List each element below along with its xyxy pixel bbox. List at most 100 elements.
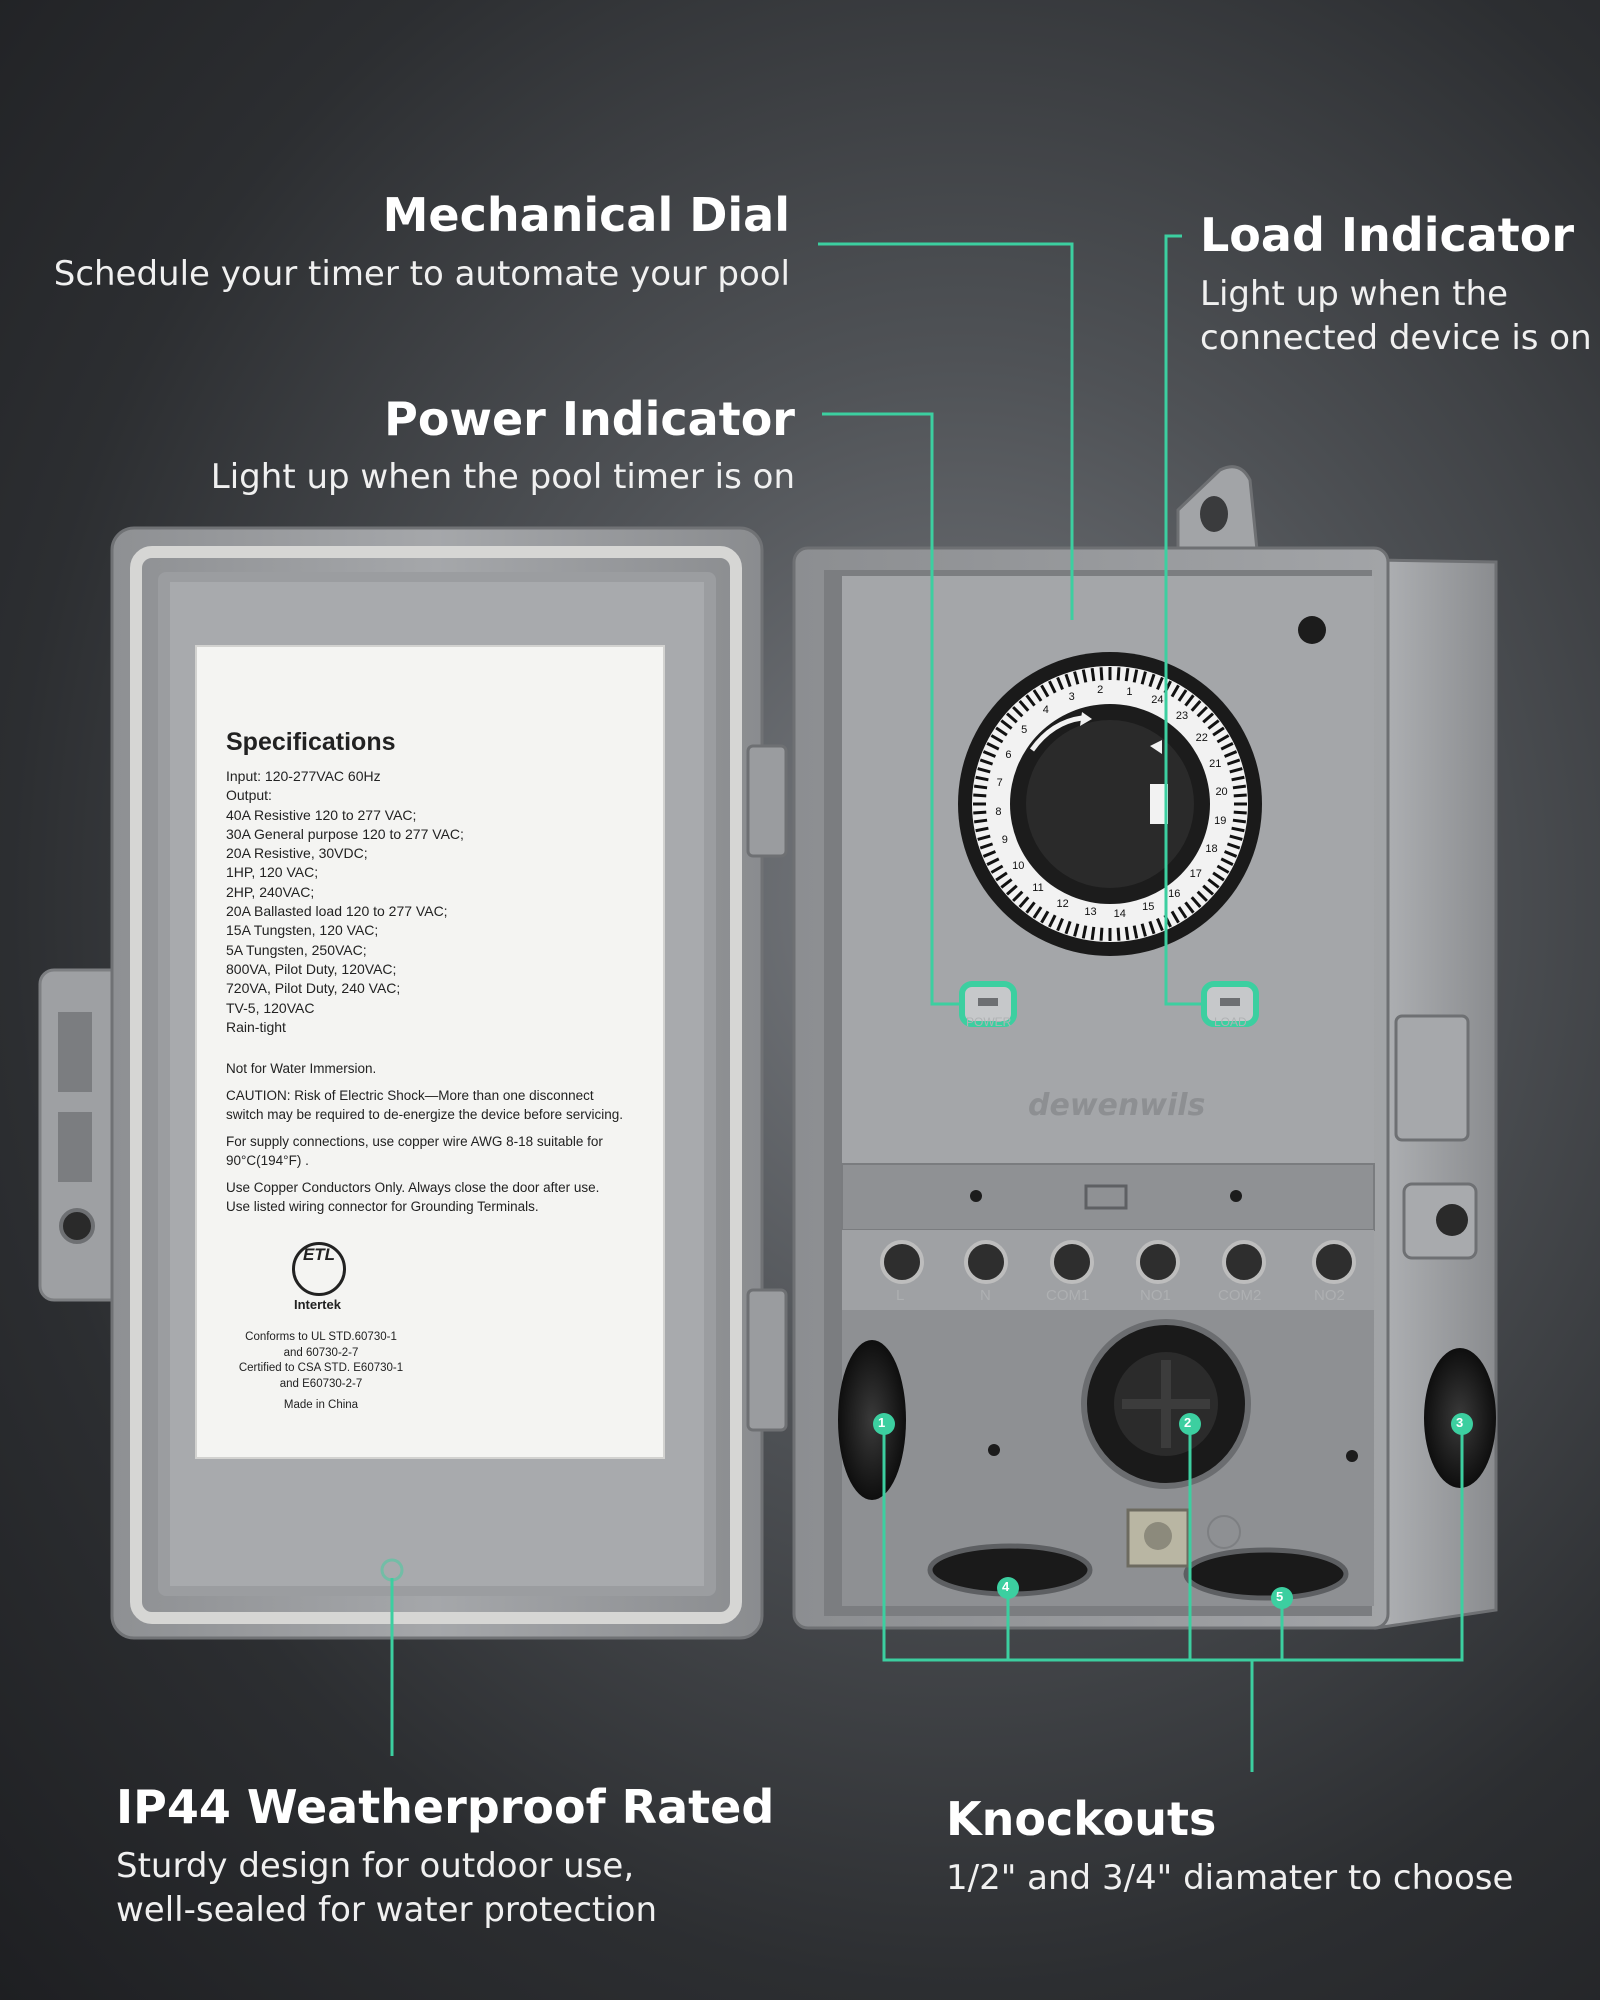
dial-tick <box>990 734 1004 744</box>
dial-hour-23: 23 <box>1175 710 1189 723</box>
dial-hour-22: 22 <box>1195 731 1208 744</box>
knockout-number-1: 1 <box>878 1415 886 1430</box>
spec-line: TV-5, 120VAC <box>226 999 315 1016</box>
dial-tick <box>979 758 994 766</box>
spec-note: For supply connections, use copper wire … <box>226 1132 646 1170</box>
dial-tick <box>1207 719 1220 730</box>
dial-tick <box>1233 810 1247 815</box>
conformity-line: Certified to CSA STD. E60730-1 <box>238 1362 404 1374</box>
dial-tick <box>1018 896 1030 908</box>
dial-hour-20: 20 <box>1215 786 1228 799</box>
spec-line: 20A Ballasted load 120 to 277 VAC; <box>226 903 448 920</box>
dial-tick <box>1056 676 1064 691</box>
dial-tick <box>977 767 991 774</box>
conformity-line: and 60730-2-7 <box>283 1346 359 1359</box>
brand-logo: dewenwils <box>1028 1088 1206 1123</box>
dial-tick <box>1223 750 1238 758</box>
dial-tick <box>1229 767 1243 774</box>
dial-tick <box>977 834 991 841</box>
dial-hour-13: 13 <box>1084 906 1097 919</box>
dial-tick <box>995 726 1008 737</box>
dial-tick <box>1140 671 1147 685</box>
dial-tick <box>1064 673 1072 688</box>
spec-line: 30A General purpose 120 to 277 VAC; <box>226 825 464 842</box>
dial-tick <box>1231 826 1245 833</box>
spec-line: 20A Resistive, 30VDC; <box>226 845 368 862</box>
dial-tick <box>995 871 1008 882</box>
dial-tick <box>1073 671 1080 685</box>
enclosure-box <box>792 465 1498 1630</box>
dial-tick <box>986 857 1000 866</box>
dial-hour-10: 10 <box>1012 860 1025 873</box>
spec-line: 1HP, 120 VAC; <box>226 864 319 881</box>
dial-tick <box>1040 684 1050 698</box>
dial-hour-21: 21 <box>1209 757 1222 770</box>
dial-hour-15: 15 <box>1142 901 1155 914</box>
conformity-text: Conforms to UL STD.60730-1 and 60730-2-7… <box>226 1330 416 1414</box>
dial-tick <box>1177 689 1188 702</box>
spec-line: 5A Tungsten, 250VAC; <box>226 941 367 958</box>
knockout-number-5: 5 <box>1276 1589 1284 1604</box>
weatherproof-subtitle-line-2: well-sealed for water protection <box>116 1890 658 1930</box>
spec-sheet <box>195 645 665 1459</box>
load-indicator-subtitle-line-1: Light up when the <box>1200 274 1509 314</box>
dial-tick <box>990 864 1004 874</box>
spec-line: Output: <box>226 787 272 804</box>
dial-tick <box>973 793 987 798</box>
spec-heading: Specifications <box>226 728 396 756</box>
spec-sheet-content: Specifications Input: 120-277VAC 60Hz Ou… <box>226 728 646 1216</box>
conformity-line: Made in China <box>283 1399 359 1411</box>
dial-tick <box>1032 906 1043 919</box>
dial-tick <box>1064 920 1072 935</box>
knockout-number-4: 4 <box>1002 1579 1010 1594</box>
knockout-number-2: 2 <box>1184 1415 1192 1430</box>
dial-tick <box>1116 667 1121 681</box>
power-led-label: POWER <box>966 1015 1012 1029</box>
dial-tick <box>1196 706 1208 718</box>
weatherproof-subtitle-line-1: Sturdy design for outdoor use, <box>116 1846 635 1886</box>
dial-tick <box>1056 917 1064 932</box>
spec-line: Rain-tight <box>226 1018 286 1035</box>
dial-tick <box>1081 669 1088 683</box>
spec-line: 40A Resistive 120 to 277 VAC; <box>226 806 417 823</box>
dial-tick <box>1006 712 1018 724</box>
dial-tick <box>1216 734 1230 744</box>
knockouts-subtitle: 1/2" and 3/4" diamater to choose <box>946 1858 1514 1898</box>
conformity-line: and E60730-2-7 <box>279 1377 363 1390</box>
spec-line: Input: 120-277VAC 60Hz <box>226 768 381 784</box>
spec-note-line: Use Copper Conductors Only. Always close… <box>226 1180 600 1196</box>
terminal-label-no2: NO2 <box>1314 1287 1345 1304</box>
dial-tick <box>1170 910 1180 924</box>
dial-tick <box>1073 923 1080 937</box>
dial-tick <box>1048 914 1057 928</box>
dial-tick <box>1012 890 1024 902</box>
dial-tick <box>1220 857 1234 866</box>
dial-tick <box>973 818 988 824</box>
mechanical-dial[interactable] <box>958 652 1262 956</box>
dial-tick <box>1231 775 1245 782</box>
dial-tick <box>1032 689 1043 702</box>
dial-tick <box>1018 700 1030 712</box>
dial-tick <box>979 842 994 850</box>
power-indicator-subtitle: Light up when the pool timer is on <box>210 457 795 497</box>
dial-hour-12: 12 <box>1056 897 1069 910</box>
dial-tick <box>1099 667 1104 681</box>
dial-tick <box>1190 896 1202 908</box>
dial-hour-11: 11 <box>1032 881 1044 894</box>
dial-hour-2: 2 <box>1097 684 1104 697</box>
dial-tick <box>1190 700 1202 712</box>
dial-hour-16: 16 <box>1168 887 1181 900</box>
spec-note-line: For supply connections, use copper wire … <box>226 1134 603 1150</box>
spec-line: 720VA, Pilot Duty, 240 VAC; <box>226 980 401 997</box>
dial-tick <box>975 826 989 833</box>
dial-tick <box>1156 676 1164 691</box>
spec-note-line: switch may be required to de-energize th… <box>226 1107 623 1123</box>
dial-tick <box>975 775 989 782</box>
spec-note-line: Not for Water Immersion. <box>226 1061 377 1077</box>
terminal-label-n: N <box>980 1287 991 1304</box>
spec-line: 15A Tungsten, 120 VAC; <box>226 922 379 939</box>
dial-hour-18: 18 <box>1205 843 1218 856</box>
dial-tick <box>1170 684 1180 698</box>
dial-tick <box>1212 871 1225 882</box>
dial-tick <box>1025 694 1036 707</box>
